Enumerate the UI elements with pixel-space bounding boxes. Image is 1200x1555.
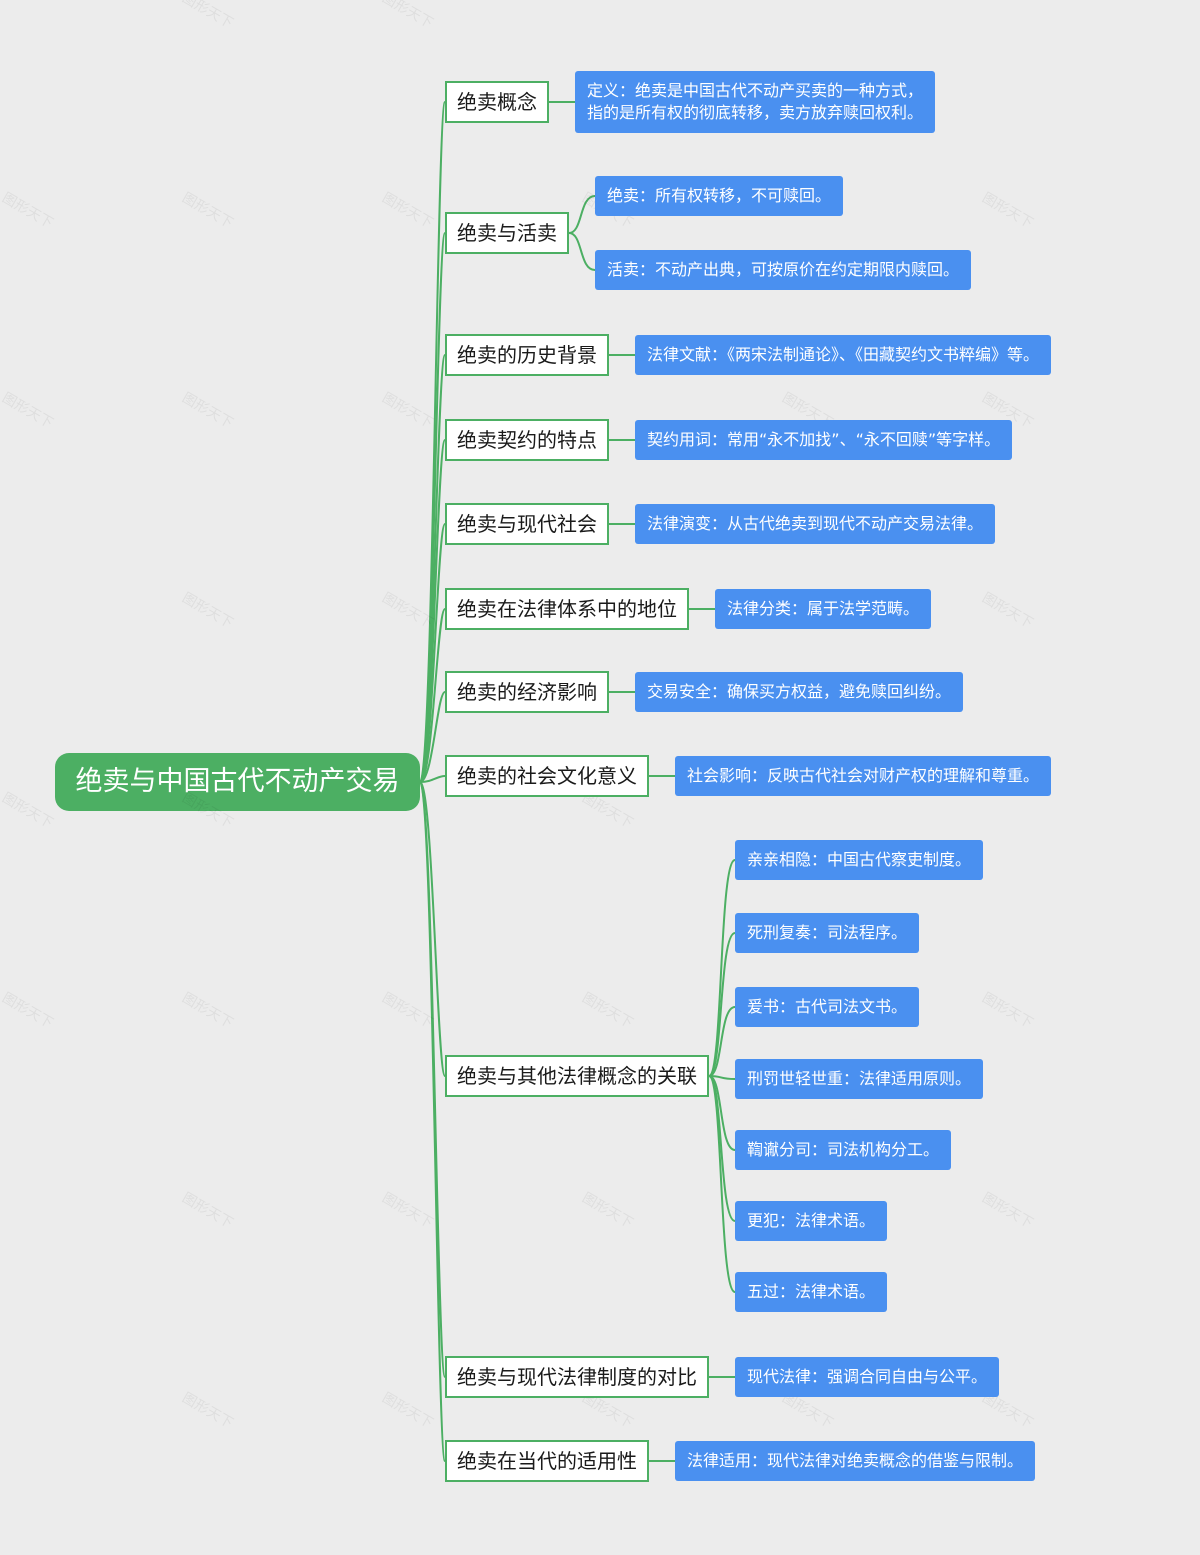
leaf-topic[interactable]: 定义：绝卖是中国古代不动产买卖的一种方式， 指的是所有权的彻底转移，卖方放弃赎回权… bbox=[575, 71, 936, 133]
root-branch-connector bbox=[419, 523, 446, 783]
leaf-topic[interactable]: 亲亲相隐：中国古代察吏制度。 bbox=[735, 840, 984, 880]
leaf-text: 交易安全：确保买方权益，避免赎回纠纷。 bbox=[647, 682, 952, 701]
leaf-text: 五过：法律术语。 bbox=[747, 1282, 876, 1301]
leaf-topic[interactable]: 社会影响：反映古代社会对财产权的理解和尊重。 bbox=[675, 756, 1052, 796]
leaf-topic[interactable]: 刑罚世轻世重：法律适用原则。 bbox=[735, 1059, 984, 1099]
leaf-topic[interactable]: 绝卖：所有权转移，不可赎回。 bbox=[595, 176, 844, 216]
leaf-text: 定义：绝卖是中国古代不动产买卖的一种方式， bbox=[587, 81, 924, 100]
branch-leaf-connector bbox=[708, 1075, 736, 1151]
root-branch-connector bbox=[419, 775, 446, 783]
branch-topic[interactable]: 绝卖与现代法律制度的对比 bbox=[445, 1356, 709, 1398]
leaf-topic[interactable]: 契约用词：常用“永不加找”、“永不回赎”等字样。 bbox=[635, 420, 1013, 460]
leaf-text: 指的是所有权的彻底转移，卖方放弃赎回权利。 bbox=[587, 103, 924, 122]
branch-topic[interactable]: 绝卖在法律体系中的地位 bbox=[445, 588, 689, 630]
branch-topic[interactable]: 绝卖概念 bbox=[445, 81, 549, 123]
leaf-text: 法律分类：属于法学范畴。 bbox=[727, 599, 920, 618]
leaf-topic[interactable]: 五过：法律术语。 bbox=[735, 1272, 888, 1312]
leaf-text: 现代法律：强调合同自由与公平。 bbox=[747, 1367, 988, 1386]
leaf-text: 死刑复奏：司法程序。 bbox=[747, 923, 908, 942]
leaf-text: 法律演变：从古代绝卖到现代不动产交易法律。 bbox=[647, 514, 984, 533]
leaf-topic[interactable]: 法律适用：现代法律对绝卖概念的借鉴与限制。 bbox=[675, 1441, 1036, 1481]
leaf-topic[interactable]: 法律文献：《两宋法制通论》、《田藏契约文书粹编》等。 bbox=[635, 335, 1052, 375]
branch-topic[interactable]: 绝卖的历史背景 bbox=[445, 334, 609, 376]
leaf-text: 活卖：不动产出典，可按原价在约定期限内赎回。 bbox=[607, 260, 960, 279]
branch-topic[interactable]: 绝卖与活卖 bbox=[445, 212, 569, 254]
leaf-topic[interactable]: 交易安全：确保买方权益，避免赎回纠纷。 bbox=[635, 672, 964, 712]
leaf-topic[interactable]: 爰书：古代司法文书。 bbox=[735, 987, 920, 1027]
branch-topic[interactable]: 绝卖与其他法律概念的关联 bbox=[445, 1055, 709, 1097]
leaf-topic[interactable]: 更犯：法律术语。 bbox=[735, 1201, 888, 1241]
branch-leaf-connector bbox=[708, 1075, 736, 1293]
leaf-text: 绝卖：所有权转移，不可赎回。 bbox=[607, 186, 832, 205]
root-branch-connector bbox=[419, 608, 446, 783]
root-topic[interactable]: 绝卖与中国古代不动产交易 bbox=[55, 753, 420, 811]
leaf-text: 法律文献：《两宋法制通论》、《田藏契约文书粹编》等。 bbox=[647, 345, 1040, 364]
leaf-text: 社会影响：反映古代社会对财产权的理解和尊重。 bbox=[687, 766, 1040, 785]
branch-leaf-connector bbox=[708, 859, 736, 1077]
branch-leaf-connector bbox=[568, 232, 596, 271]
leaf-text: 亲亲相隐：中国古代察吏制度。 bbox=[747, 850, 972, 869]
leaf-topic[interactable]: 活卖：不动产出典，可按原价在约定期限内赎回。 bbox=[595, 250, 972, 290]
leaf-text: 刑罚世轻世重：法律适用原则。 bbox=[747, 1069, 972, 1088]
root-branch-connector bbox=[419, 781, 446, 1462]
branch-leaf-connector bbox=[708, 932, 736, 1077]
branch-topic[interactable]: 绝卖的经济影响 bbox=[445, 671, 609, 713]
branch-topic[interactable]: 绝卖在当代的适用性 bbox=[445, 1440, 649, 1482]
leaf-topic[interactable]: 死刑复奏：司法程序。 bbox=[735, 913, 920, 953]
root-branch-connector bbox=[419, 781, 446, 1077]
root-branch-connector bbox=[419, 691, 446, 783]
leaf-text: 爰书：古代司法文书。 bbox=[747, 997, 908, 1016]
leaf-topic[interactable]: 法律演变：从古代绝卖到现代不动产交易法律。 bbox=[635, 504, 996, 544]
leaf-topic[interactable]: 现代法律：强调合同自由与公平。 bbox=[735, 1357, 1000, 1397]
branch-leaf-connector bbox=[708, 1006, 736, 1077]
leaf-text: 契约用词：常用“永不加找”、“永不回赎”等字样。 bbox=[647, 430, 1001, 449]
leaf-text: 法律适用：现代法律对绝卖概念的借鉴与限制。 bbox=[687, 1451, 1024, 1470]
leaf-text: 更犯：法律术语。 bbox=[747, 1211, 876, 1230]
leaf-text: 鞫谳分司：司法机构分工。 bbox=[747, 1140, 940, 1159]
branch-topic[interactable]: 绝卖契约的特点 bbox=[445, 419, 609, 461]
branch-leaf-connector bbox=[568, 195, 596, 234]
leaf-topic[interactable]: 鞫谳分司：司法机构分工。 bbox=[735, 1130, 952, 1170]
branch-topic[interactable]: 绝卖与现代社会 bbox=[445, 503, 609, 545]
branch-topic[interactable]: 绝卖的社会文化意义 bbox=[445, 755, 649, 797]
leaf-topic[interactable]: 法律分类：属于法学范畴。 bbox=[715, 589, 932, 629]
